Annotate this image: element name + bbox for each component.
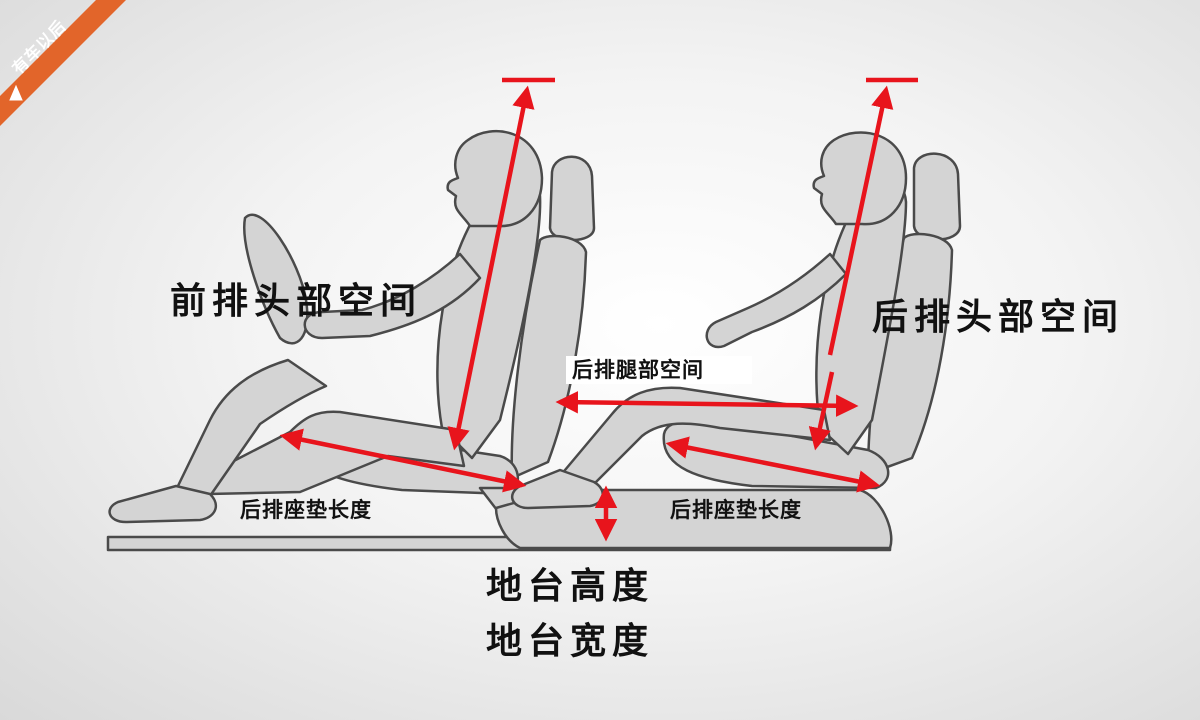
measurement-arrows — [279, 77, 918, 542]
label-rear-head-space: 后排头部空间 — [872, 297, 1125, 338]
label-floor-height: 地台高度 — [486, 566, 655, 607]
driver-head — [446, 129, 544, 228]
front-head-arrow — [447, 85, 535, 451]
label-rear-leg-space: 后排腿部空间 — [566, 356, 752, 384]
driver-steering-wheel — [243, 213, 309, 345]
driver-foot — [108, 484, 218, 524]
label-front-head-space: 前排头部空间 — [170, 281, 423, 322]
label-floor-width: 地台宽度 — [486, 621, 655, 662]
label-seat-cushion-rear: 后排座垫长度 — [670, 498, 802, 522]
rear-seat-headrest — [912, 152, 962, 241]
rear-cushion-arrow — [665, 436, 881, 493]
front-seat-headrest — [548, 155, 596, 242]
label-seat-cushion-front: 后排座垫长度 — [240, 498, 372, 522]
passenger-arm — [705, 252, 848, 349]
rear-head-arrow — [827, 85, 894, 356]
front-cushion-arrow — [279, 428, 527, 493]
driver-arm — [303, 252, 482, 340]
passenger-head — [812, 131, 908, 226]
brand-watermark — [0, 0, 126, 126]
rear-leg-arrow — [555, 390, 859, 418]
brand-logo-icon — [9, 84, 23, 101]
